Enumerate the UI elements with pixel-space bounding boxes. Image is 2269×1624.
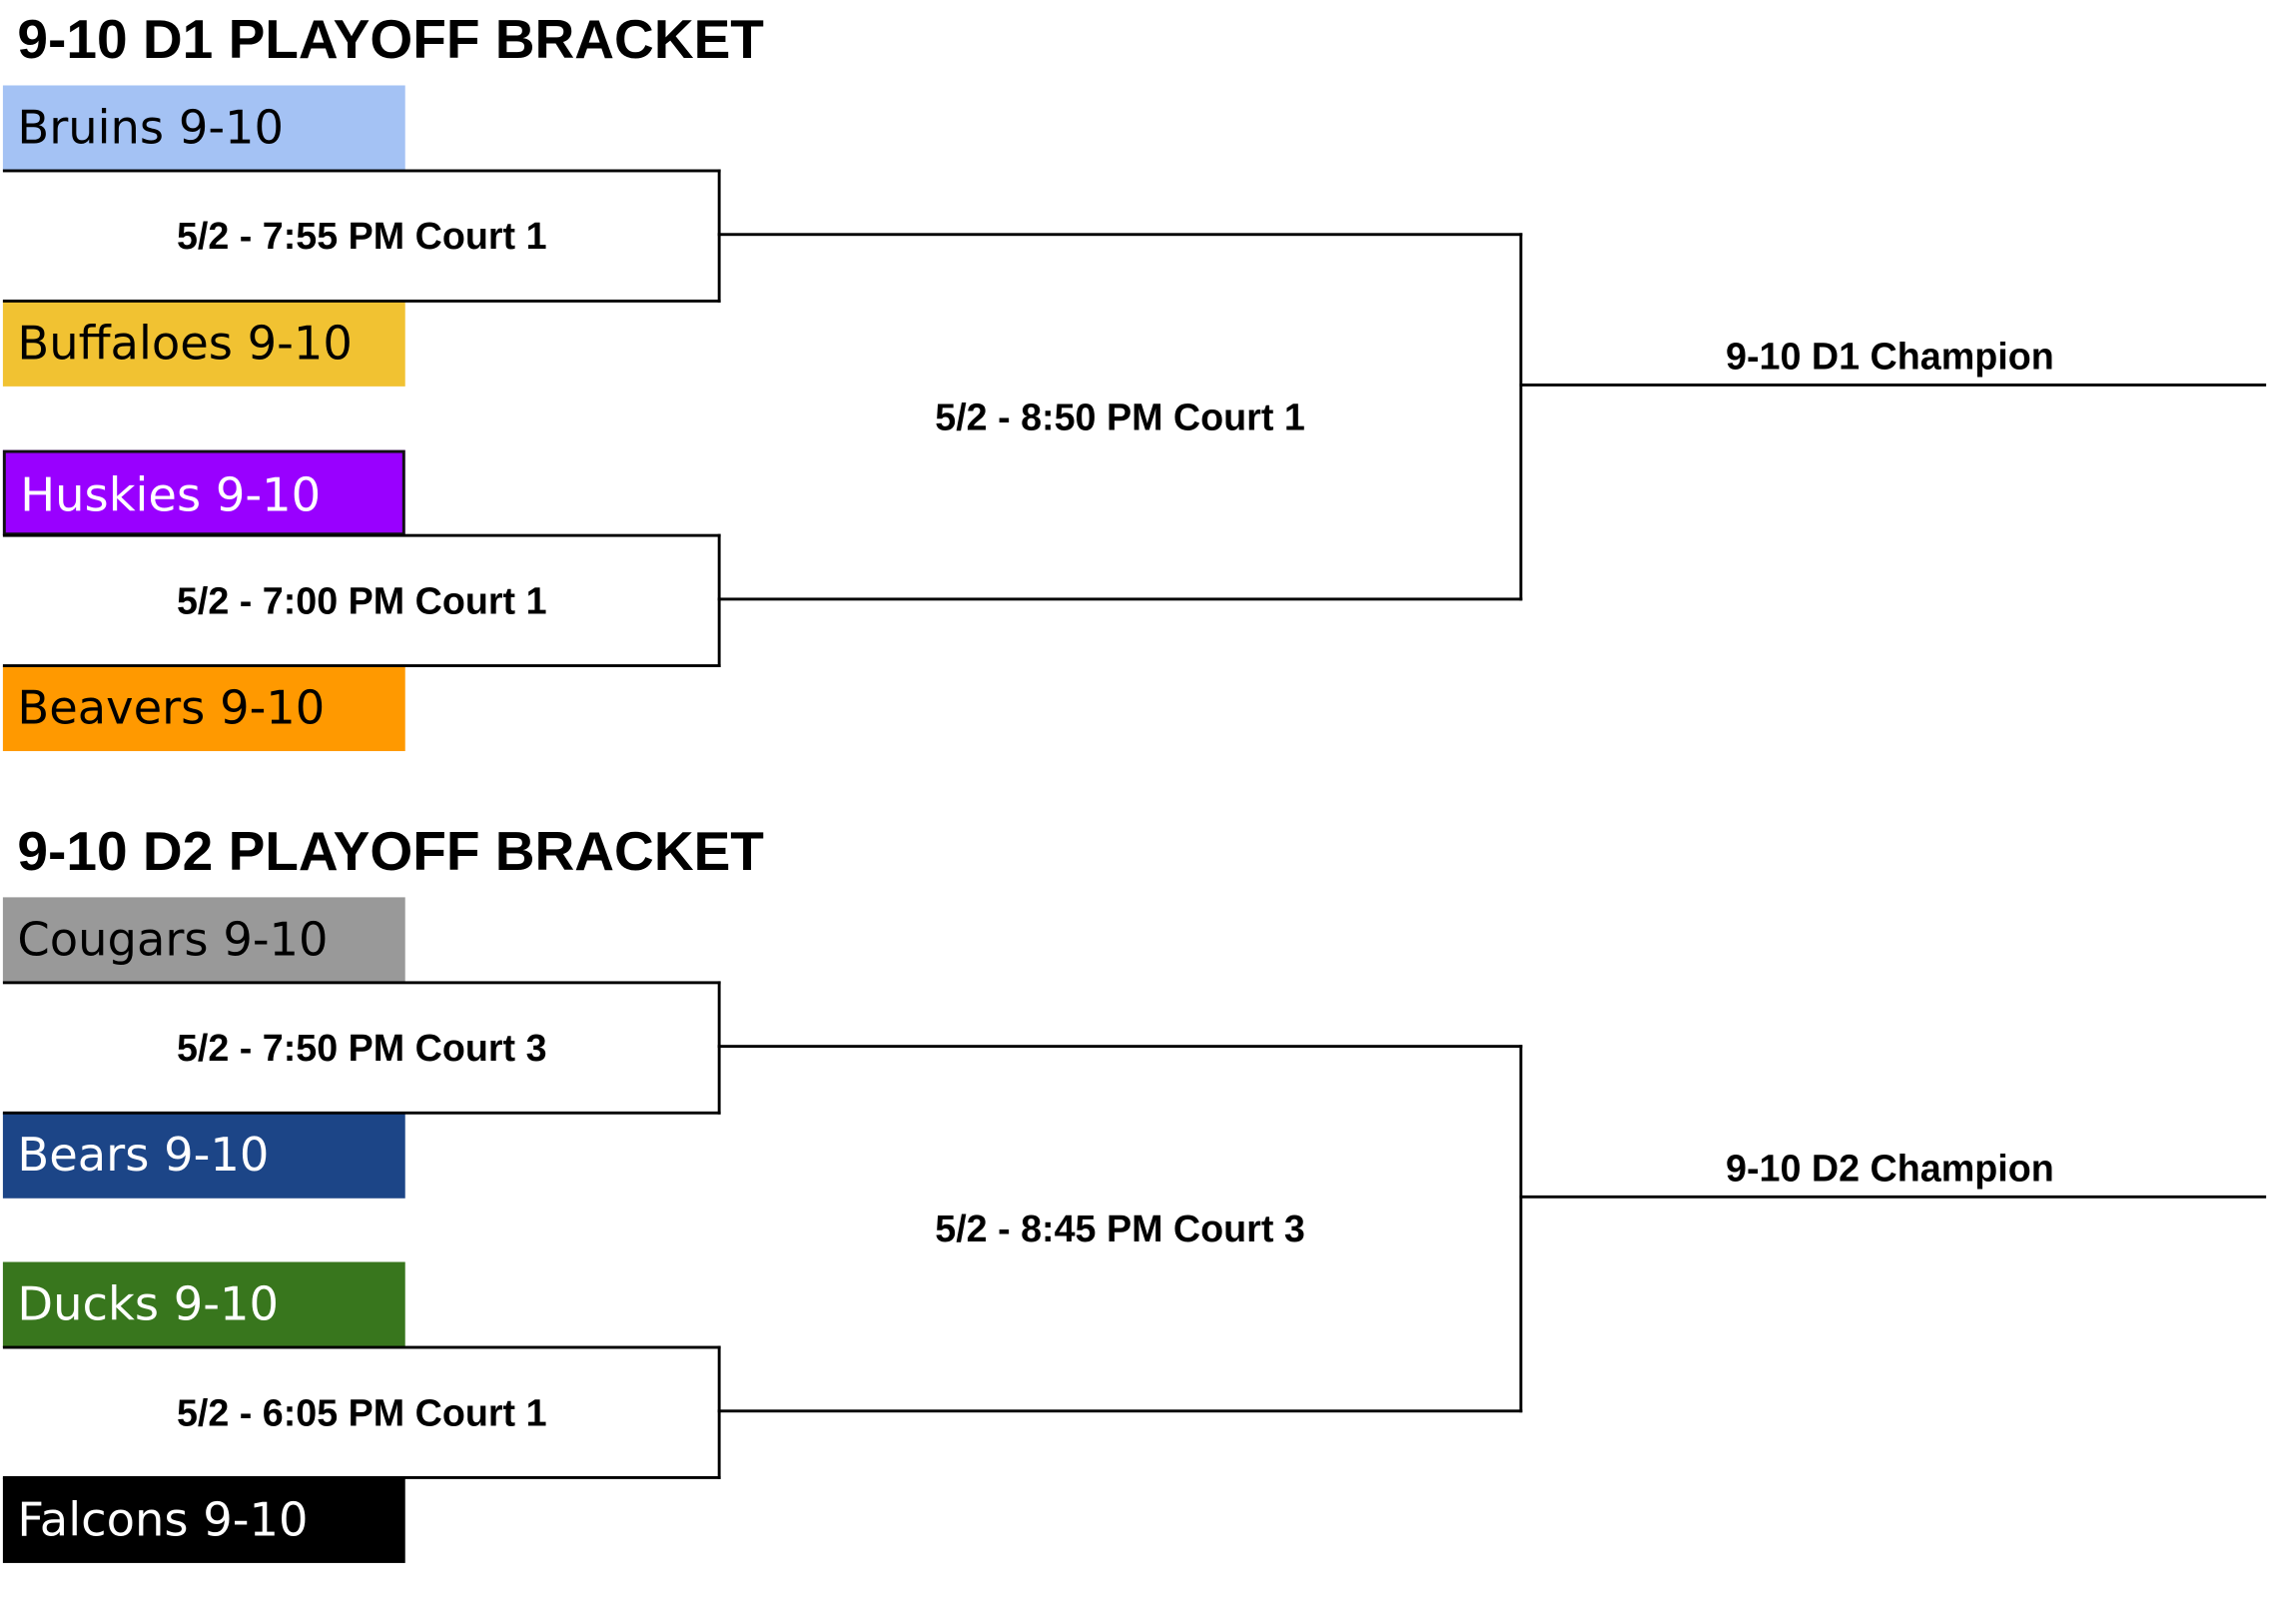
d1-team-slot-4: Beavers 9-10 (2, 665, 405, 752)
d1-semifinal-top-label: 5/2 - 7:55 PM Court 1 (176, 214, 547, 258)
d1-semi-bottom-lower-line (2, 664, 721, 667)
d2-team-slot-1: Cougars 9-10 (2, 897, 405, 983)
d1-semi-bottom-upper-line (2, 533, 721, 537)
d1-team-slot-2: Buffaloes 9-10 (2, 301, 405, 387)
d1-team-slot-1: Bruins 9-10 (2, 85, 405, 171)
d1-final-label: 5/2 - 8:50 PM Court 1 (935, 395, 1305, 439)
d1-semi-top-upper-line (2, 169, 721, 173)
d1-final-vertical-line (1519, 233, 1523, 601)
d2-semi-bottom-upper-line (2, 1345, 721, 1349)
d2-final-label: 5/2 - 8:45 PM Court 3 (935, 1207, 1305, 1250)
d2-semi-bottom-vertical-line (717, 1345, 721, 1479)
d2-team-slot-4: Falcons 9-10 (2, 1477, 405, 1563)
d1-final-lower-line (717, 597, 1523, 601)
d2-final-lower-line (717, 1409, 1523, 1413)
d1-champion-line (1519, 383, 2267, 387)
d2-semifinal-top-label: 5/2 - 7:50 PM Court 3 (176, 1026, 547, 1070)
d2-semi-top-lower-line (2, 1111, 721, 1115)
d2-semi-top-upper-line (2, 981, 721, 985)
d2-semi-bottom-lower-line (2, 1475, 721, 1479)
d2-champion-line (1519, 1195, 2267, 1199)
d1-final-upper-line (717, 233, 1523, 237)
d2-team-slot-2: Bears 9-10 (2, 1113, 405, 1199)
d2-bracket: 9-10 D2 PLAYOFF BRACKET Cougars 9-10 Bea… (0, 812, 2269, 1624)
d1-semi-top-lower-line (2, 299, 721, 303)
d2-final-vertical-line (1519, 1045, 1523, 1413)
d2-team-slot-3: Ducks 9-10 (2, 1261, 405, 1348)
d2-bracket-title: 9-10 D2 PLAYOFF BRACKET (17, 822, 764, 883)
d2-semifinal-bottom-label: 5/2 - 6:05 PM Court 1 (176, 1390, 547, 1434)
d1-bracket-title: 9-10 D1 PLAYOFF BRACKET (17, 10, 764, 72)
page: 9-10 D1 PLAYOFF BRACKET Bruins 9-10 Buff… (2, 10, 2267, 1563)
d2-champion-label: 9-10 D2 Champion (1726, 1146, 2054, 1191)
d1-semi-top-vertical-line (717, 169, 721, 303)
d1-semi-bottom-vertical-line (717, 533, 721, 667)
d1-champion-label: 9-10 D1 Champion (1726, 334, 2054, 379)
d1-bracket: 9-10 D1 PLAYOFF BRACKET Bruins 9-10 Buff… (2, 10, 2267, 752)
d1-team-slot-3: Huskies 9-10 (2, 449, 405, 536)
d2-final-upper-line (717, 1045, 1523, 1049)
d1-semifinal-bottom-label: 5/2 - 7:00 PM Court 1 (176, 578, 547, 623)
